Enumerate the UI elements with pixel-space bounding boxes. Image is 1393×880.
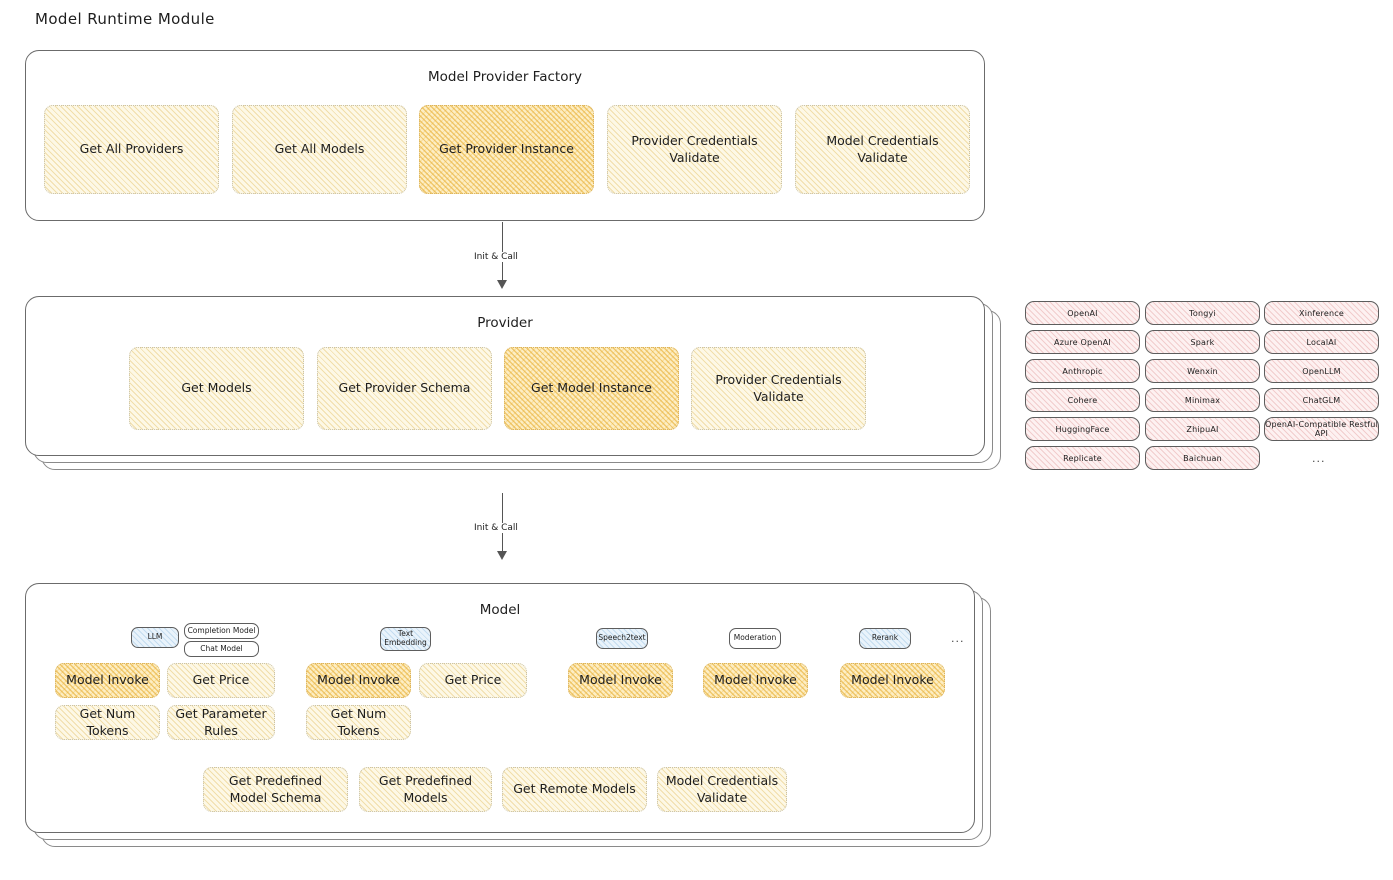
provider-chip-xinference[interactable]: Xinference — [1264, 301, 1379, 325]
provider-chips-more-ellipsis: ... — [1312, 452, 1326, 465]
provider-chip-anthropic[interactable]: Anthropic — [1025, 359, 1140, 383]
model-container: Model — [25, 583, 975, 833]
provider-chip-chatglm[interactable]: ChatGLM — [1264, 388, 1379, 412]
provider-box-get-model-instance[interactable]: Get Model Instance — [504, 347, 679, 430]
provider-chip-openai-compatible-restful-api[interactable]: OpenAI-Compatible Restful API — [1264, 417, 1379, 441]
provider-box-get-provider-schema[interactable]: Get Provider Schema — [317, 347, 492, 430]
provider-box-provider-credentials-validate[interactable]: Provider Credentials Validate — [691, 347, 866, 430]
model-box-get-predefined-models[interactable]: Get Predefined Models — [359, 767, 492, 812]
llm-box-get-price[interactable]: Get Price — [167, 663, 275, 698]
factory-box-get-provider-instance[interactable]: Get Provider Instance — [419, 105, 594, 194]
provider-chip-replicate[interactable]: Replicate — [1025, 446, 1140, 470]
provider-chip-huggingface[interactable]: HuggingFace — [1025, 417, 1140, 441]
provider-chip-baichuan[interactable]: Baichuan — [1145, 446, 1260, 470]
model-type-pill-text-embedding[interactable]: Text Embedding — [380, 627, 431, 651]
provider-chip-wenxin[interactable]: Wenxin — [1145, 359, 1260, 383]
model-type-pill-moderation[interactable]: Moderation — [729, 628, 781, 649]
provider-chip-spark[interactable]: Spark — [1145, 330, 1260, 354]
provider-chip-openai[interactable]: OpenAI — [1025, 301, 1140, 325]
model-subtype-pill-chat-model[interactable]: Chat Model — [184, 641, 259, 657]
text-embedding-box-model-invoke[interactable]: Model Invoke — [306, 663, 411, 698]
model-title: Model — [479, 602, 521, 618]
provider-title: Provider — [477, 315, 533, 331]
model-box-get-predefined-model-schema[interactable]: Get Predefined Model Schema — [203, 767, 348, 812]
factory-box-provider-credentials-validate[interactable]: Provider Credentials Validate — [607, 105, 782, 194]
arrow-factory-to-provider-label: Init & Call — [470, 252, 522, 262]
arrow-factory-to-provider-head — [497, 280, 507, 289]
provider-chip-cohere[interactable]: Cohere — [1025, 388, 1140, 412]
model-type-pill-speech2text[interactable]: Speech2text — [596, 628, 648, 649]
factory-box-model-credentials-validate[interactable]: Model Credentials Validate — [795, 105, 970, 194]
rerank-box-model-invoke[interactable]: Model Invoke — [840, 663, 945, 698]
text-embedding-box-get-price[interactable]: Get Price — [419, 663, 527, 698]
text-embedding-box-get-num-tokens[interactable]: Get Num Tokens — [306, 705, 411, 740]
arrow-provider-to-model-head — [497, 551, 507, 560]
factory-box-get-all-providers[interactable]: Get All Providers — [44, 105, 219, 194]
provider-box-get-models[interactable]: Get Models — [129, 347, 304, 430]
llm-box-get-num-tokens[interactable]: Get Num Tokens — [55, 705, 160, 740]
provider-chip-azure-openai[interactable]: Azure OpenAI — [1025, 330, 1140, 354]
moderation-box-model-invoke[interactable]: Model Invoke — [703, 663, 808, 698]
model-type-pill-llm[interactable]: LLM — [131, 627, 179, 648]
model-type-pill-rerank[interactable]: Rerank — [859, 628, 911, 649]
provider-chip-localai[interactable]: LocalAI — [1264, 330, 1379, 354]
arrow-provider-to-model-label: Init & Call — [470, 523, 522, 533]
provider-chip-openllm[interactable]: OpenLLM — [1264, 359, 1379, 383]
model-subtype-pill-completion-model[interactable]: Completion Model — [184, 623, 259, 639]
factory-box-get-all-models[interactable]: Get All Models — [232, 105, 407, 194]
speech2text-box-model-invoke[interactable]: Model Invoke — [568, 663, 673, 698]
provider-chip-minimax[interactable]: Minimax — [1145, 388, 1260, 412]
llm-box-get-parameter-rules[interactable]: Get Parameter Rules — [167, 705, 275, 740]
provider-chip-zhipuai[interactable]: ZhipuAI — [1145, 417, 1260, 441]
factory-title: Model Provider Factory — [427, 69, 582, 85]
model-box-model-credentials-validate[interactable]: Model Credentials Validate — [657, 767, 787, 812]
page-title: Model Runtime Module — [35, 10, 215, 28]
llm-box-model-invoke[interactable]: Model Invoke — [55, 663, 160, 698]
model-types-more-ellipsis: ... — [951, 632, 965, 645]
model-box-get-remote-models[interactable]: Get Remote Models — [502, 767, 647, 812]
provider-chip-tongyi[interactable]: Tongyi — [1145, 301, 1260, 325]
